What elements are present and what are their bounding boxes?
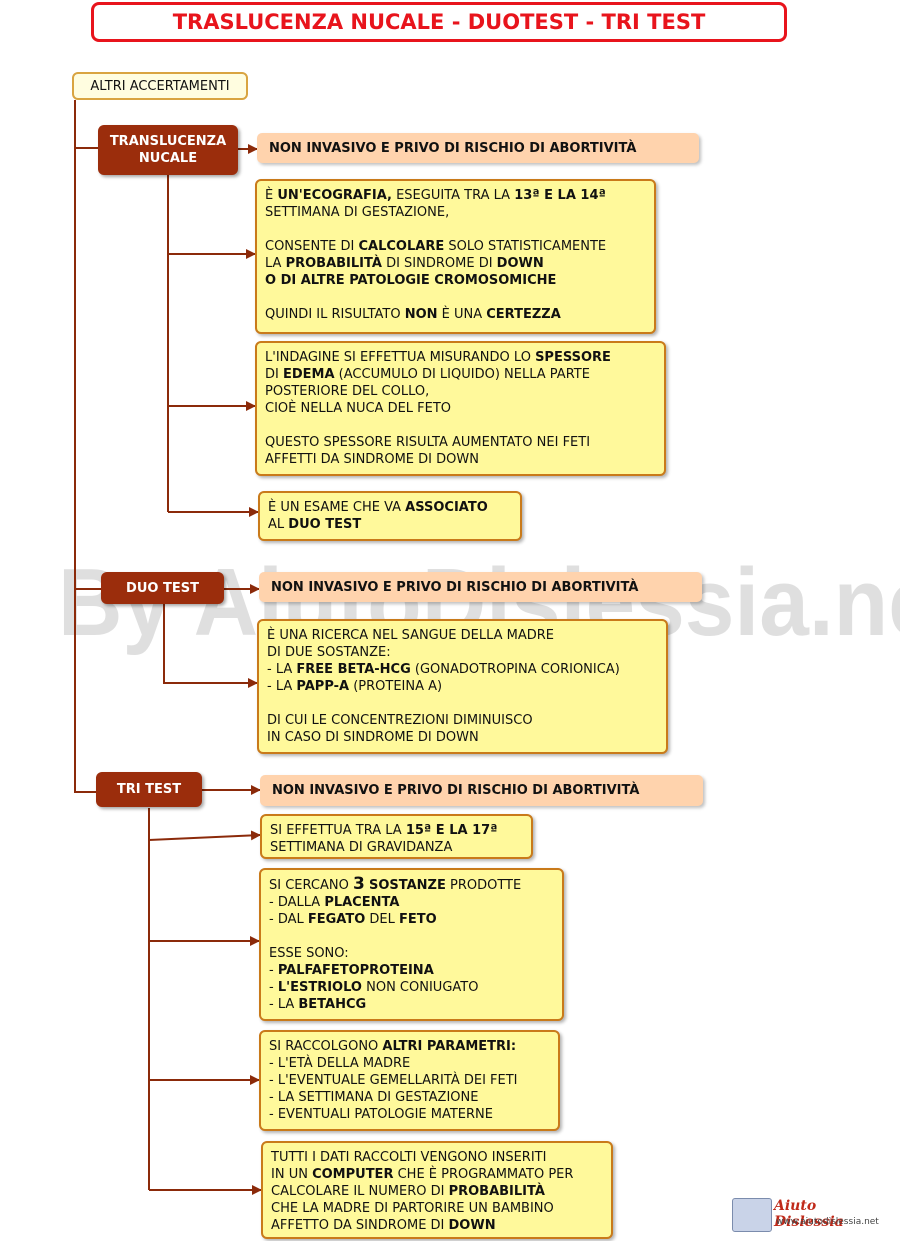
- node-duo-test: DUO TEST: [101, 572, 224, 604]
- box-tri-sostanze: SI CERCANO 3 SOSTANZE PRODOTTE - DALLA P…: [259, 868, 564, 1021]
- box-translucenza-edema: L'INDAGINE SI EFFETTUA MISURANDO LO SPES…: [255, 341, 666, 476]
- logo-url: www.aiutodislessia.net: [776, 1217, 879, 1227]
- node-tri-test: TRI TEST: [96, 772, 202, 807]
- root-node: ALTRI ACCERTAMENTI: [72, 72, 248, 100]
- aiutodislessia-logo: Aiuto Dislessia www.aiutodislessia.net: [732, 1196, 887, 1232]
- node-translucenza-nucale: TRANSLUCENZA NUCALE: [98, 125, 238, 175]
- tag-tri-test: NON INVASIVO E PRIVO DI RISCHIO DI ABORT…: [260, 775, 703, 806]
- box-tri-settimana: SI EFFETTUA TRA LA 15ª E LA 17ª SETTIMAN…: [260, 814, 533, 859]
- tag-translucenza-nucale: NON INVASIVO E PRIVO DI RISCHIO DI ABORT…: [257, 133, 699, 163]
- tag-duo-test: NON INVASIVO E PRIVO DI RISCHIO DI ABORT…: [259, 572, 702, 602]
- box-duo-test: È UNA RICERCA NEL SANGUE DELLA MADRE DI …: [257, 619, 668, 754]
- box-tri-computer: TUTTI I DATI RACCOLTI VENGONO INSERITI I…: [261, 1141, 613, 1239]
- box-tri-parametri: SI RACCOLGONO ALTRI PARAMETRI: - L'ETÀ D…: [259, 1030, 560, 1131]
- book-icon: [732, 1198, 772, 1232]
- box-translucenza-ecografia: È UN'ECOGRAFIA, ESEGUITA TRA LA 13ª E LA…: [255, 179, 656, 334]
- box-translucenza-associato: È UN ESAME CHE VA ASSOCIATO AL DUO TEST: [258, 491, 522, 541]
- logo-name: Aiuto Dislessia: [774, 1198, 844, 1230]
- page-title: TRASLUCENZA NUCALE - DUOTEST - TRI TEST: [91, 2, 787, 42]
